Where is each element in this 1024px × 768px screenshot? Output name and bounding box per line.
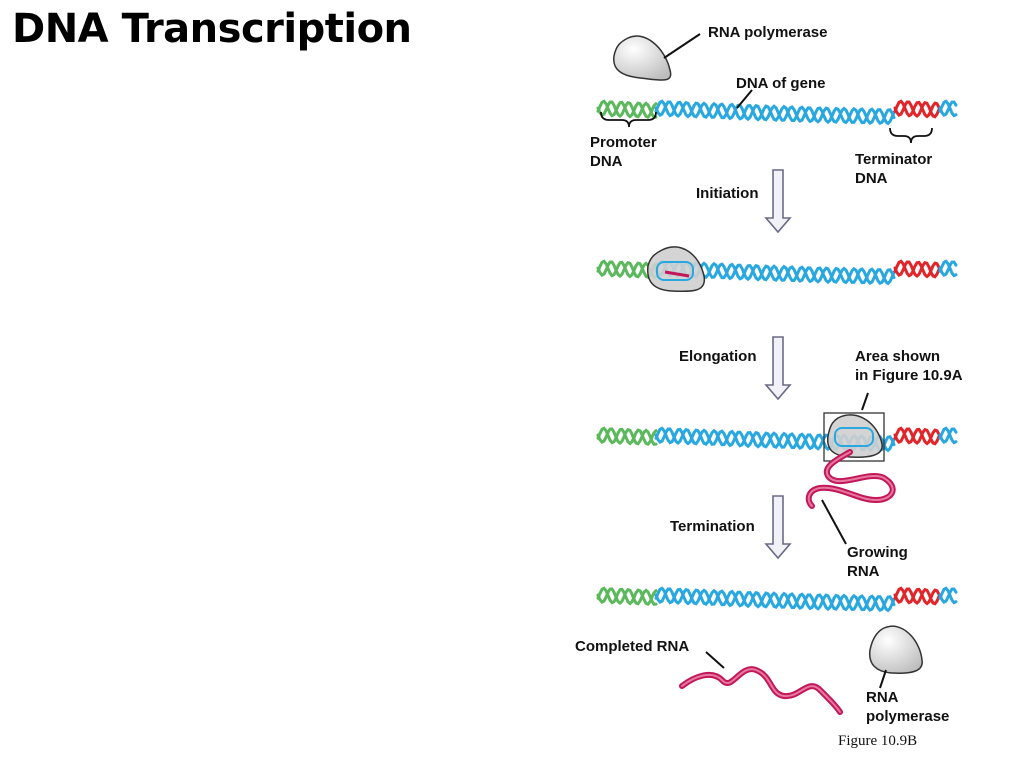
label-stage-initiation: Initiation [696,185,759,202]
leader-growing-rna [821,499,847,545]
rna-polymerase-released [868,625,923,674]
label-terminator-line2: DNA [855,170,888,187]
leader-rna-polymerase-bottom [879,669,887,689]
label-area-line2: in Figure 10.9A [855,367,963,384]
leader-dna-of-gene [736,89,753,109]
slide-title: DNA Transcription [12,6,412,52]
label-dna-of-gene: DNA of gene [736,75,825,92]
leader-area-shown [861,392,869,411]
arrow-elongation [764,336,792,401]
label-growing-line2: RNA [847,563,880,580]
arrow-termination [764,495,792,560]
rna-polymerase-free [613,35,672,81]
label-promoter-line1: Promoter [590,134,657,151]
dna-helix-termination [596,586,958,613]
label-rna-pol-bottom-line2: polymerase [866,708,949,725]
terminator-brace [889,127,933,144]
figure-caption: Figure 10.9B [838,733,917,749]
figure-10-9a-box [823,412,885,462]
label-completed-rna: Completed RNA [575,638,689,655]
dna-helix-elongation [596,426,958,453]
completed-rna-ribbon [679,666,843,715]
label-terminator-line1: Terminator [855,151,932,168]
label-growing-line1: Growing [847,544,908,561]
rna-polymerase-bound-initiation [646,246,706,293]
promoter-brace [600,111,657,128]
dna-helix-gene [596,99,958,126]
leader-completed-rna [705,651,725,669]
arrow-initiation [764,169,792,234]
label-rna-pol-bottom-line1: RNA [866,689,899,706]
growing-rna-ribbon [805,449,896,509]
rna-polymerase-bound-elongation [826,414,883,458]
label-stage-termination: Termination [670,518,755,535]
label-promoter-line2: DNA [590,153,623,170]
leader-rna-polymerase-top [663,33,701,59]
label-stage-elongation: Elongation [679,348,757,365]
label-rna-polymerase-top: RNA polymerase [708,24,828,41]
label-area-line1: Area shown [855,348,940,365]
